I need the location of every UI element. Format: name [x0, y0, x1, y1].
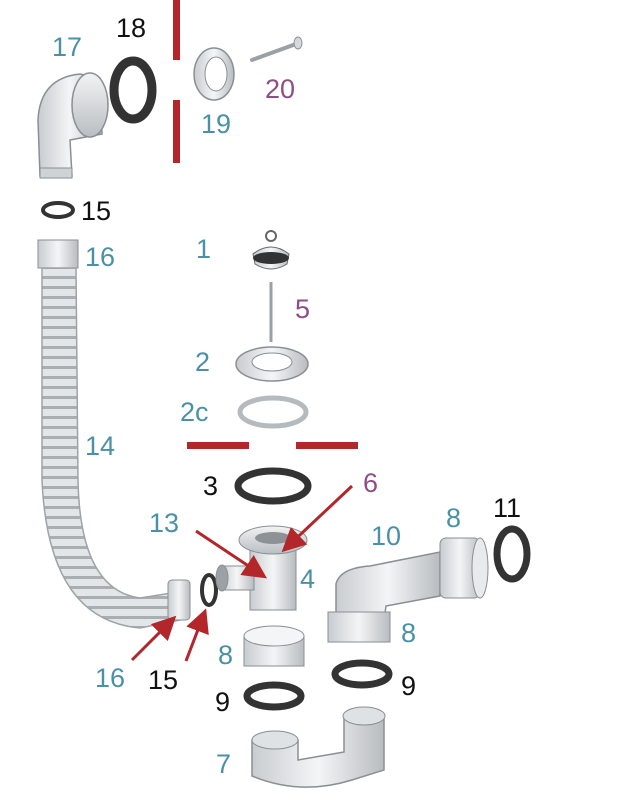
nut-part-8-lower	[243, 625, 305, 667]
separator-bar-right	[296, 442, 358, 449]
nut-part-19	[193, 47, 235, 101]
label-16-top: 16	[85, 242, 116, 272]
label-8-right: 8	[401, 618, 417, 648]
trap-part-7	[251, 706, 386, 788]
label-9-left: 9	[215, 687, 231, 717]
arrow-to-16	[130, 615, 177, 662]
label-3: 3	[203, 471, 219, 501]
label-7: 7	[216, 749, 232, 779]
label-20: 20	[265, 74, 296, 104]
body-part-4	[215, 525, 308, 611]
label-2c: 2c	[180, 397, 209, 427]
label-2: 2	[195, 347, 211, 377]
label-8-left: 8	[218, 640, 234, 670]
separator-bar-top	[173, 0, 180, 60]
label-15-top: 15	[81, 196, 112, 226]
label-6: 6	[363, 468, 379, 498]
strainer-part-2	[235, 346, 309, 382]
label-8-top-right: 8	[446, 503, 462, 533]
label-15-bottom: 15	[148, 665, 179, 695]
gasket-part-2c	[237, 395, 309, 429]
arrow-to-15	[184, 608, 209, 662]
outlet-part-10	[327, 551, 441, 643]
label-9-right: 9	[401, 671, 417, 701]
gasket-part-18	[109, 56, 157, 124]
gasket-part-9-left	[243, 681, 305, 711]
pin-part-20	[250, 36, 303, 62]
label-4: 4	[300, 564, 316, 594]
label-5: 5	[295, 294, 311, 324]
label-1: 1	[196, 234, 212, 264]
label-11: 11	[493, 493, 522, 523]
separator-bar-left	[187, 442, 249, 449]
label-18: 18	[116, 13, 147, 43]
label-10: 10	[371, 521, 402, 551]
plug-part-1	[252, 230, 290, 270]
label-17: 17	[52, 32, 83, 62]
label-13: 13	[149, 508, 180, 538]
oring-part-15-side	[200, 573, 218, 607]
separator-bar-middle	[173, 100, 180, 163]
elbow-part-17	[37, 72, 109, 179]
arrow-to-13	[195, 529, 267, 579]
label-14: 14	[85, 431, 116, 461]
gasket-part-11	[493, 525, 531, 583]
gasket-part-9-right	[331, 659, 393, 689]
nut-part-8-right	[439, 537, 489, 599]
gasket-part-3	[234, 467, 312, 505]
hose-connector-part-16	[167, 579, 191, 621]
arrow-to-6	[281, 484, 354, 553]
oring-part-15-top	[41, 201, 75, 219]
label-16-bottom: 16	[95, 663, 126, 693]
label-19: 19	[201, 109, 232, 139]
